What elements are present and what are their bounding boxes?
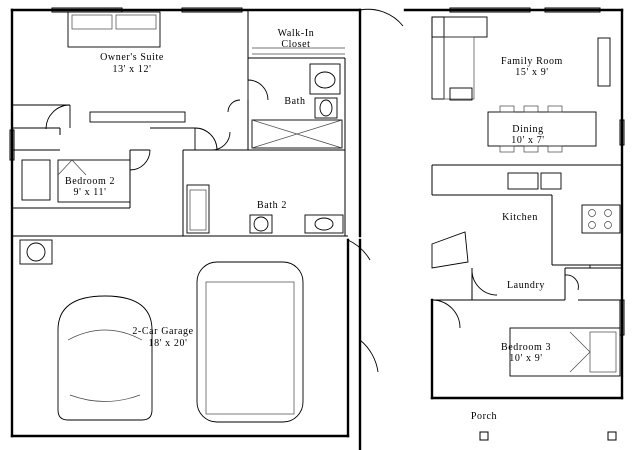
garage-size: 18' x 20' [148, 338, 187, 349]
dining-table [487, 105, 597, 153]
bedroom-2-label: Bedroom 2 [65, 176, 115, 187]
bath-fixtures [251, 63, 343, 149]
porch-posts [479, 431, 617, 441]
kitchen-fixtures [431, 172, 623, 269]
doors [45, 8, 579, 373]
bedroom-3-size: 10' x 9' [509, 353, 542, 364]
bedroom-3-label: Bedroom 3 [501, 342, 551, 353]
interior-walls [12, 10, 622, 301]
dining-label: Dining [512, 124, 543, 135]
family-room-label: Family Room [501, 56, 563, 67]
dining-size: 10' x 7' [511, 135, 544, 146]
walk-in-closet-label-2: Closet [281, 39, 310, 50]
kitchen-label: Kitchen [502, 212, 538, 223]
owner-suite-size: 13' x 12' [112, 64, 151, 75]
porch-label: Porch [471, 411, 497, 422]
family-room-sofa [431, 16, 611, 101]
family-room-size: 15' x 9' [515, 67, 548, 78]
garage-cars [19, 239, 304, 423]
walk-in-closet-label: Walk-In [278, 28, 315, 39]
closet-shelves [252, 47, 345, 55]
bath-label: Bath [284, 96, 305, 107]
exterior-walls [10, 8, 624, 450]
bath-2-fixtures [186, 184, 344, 234]
bedroom-3-bed [509, 327, 621, 377]
bedroom-2-bed [21, 159, 131, 203]
bath-2-label: Bath 2 [257, 200, 287, 211]
laundry-label: Laundry [507, 280, 545, 291]
owner-suite-label: Owner's Suite [100, 52, 164, 63]
bedroom-2-size: 9' x 11' [73, 187, 106, 198]
garage-label: 2-Car Garage [132, 326, 193, 337]
owner-suite-bed [67, 11, 186, 123]
